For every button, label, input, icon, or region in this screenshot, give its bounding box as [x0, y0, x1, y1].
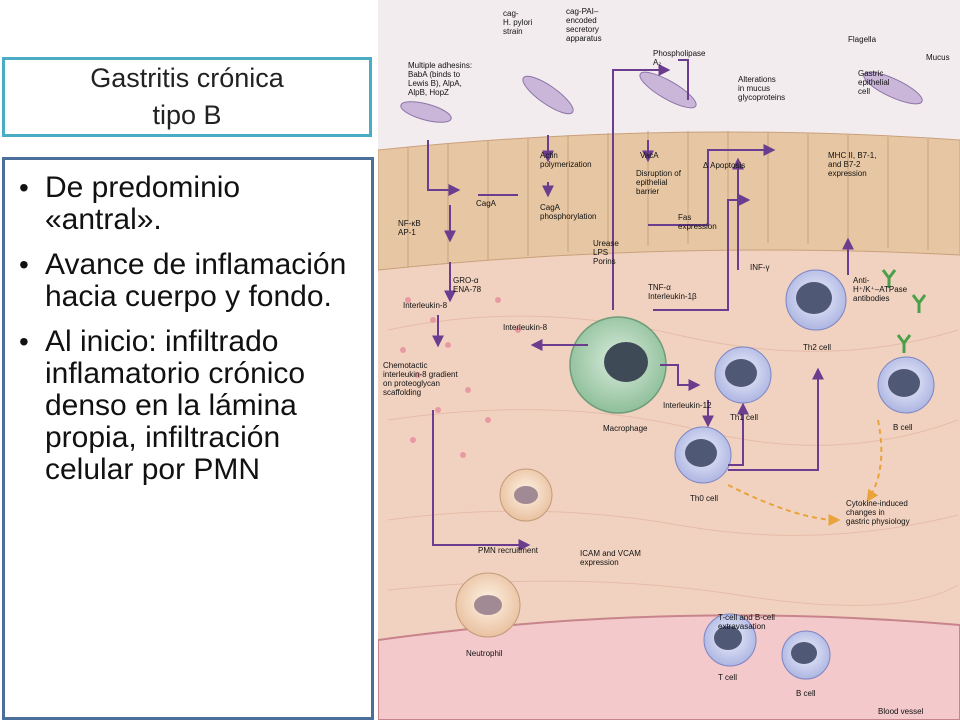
- diagram-label-blood-vessel: Blood vessel: [878, 707, 924, 716]
- epithelium-layer: [378, 131, 960, 271]
- diagram-label-pmn: PMN recruitment: [478, 546, 539, 555]
- h-pylori-bacteria: [400, 71, 923, 123]
- diagram-label-bcell-bottom: B cell: [796, 689, 816, 698]
- th0-cell: [674, 426, 732, 484]
- blood-vessel: [378, 614, 960, 720]
- th2-cell: [785, 269, 847, 331]
- pmn-cell-mid: [499, 468, 553, 522]
- cytokine-dashed-arrows: [727, 419, 883, 526]
- th1-cell: [714, 346, 772, 404]
- diagram-label-macrophage: Macrophage: [603, 424, 648, 433]
- diagram-label-caga: CagA: [476, 199, 497, 208]
- neutrophil-cell: [455, 572, 521, 638]
- pathway-arrows: [427, 59, 854, 551]
- macrophage-cell: [569, 316, 667, 414]
- diagram-label-th0: Th0 cell: [690, 494, 718, 503]
- diagram-label-th1: Th1 cell: [730, 413, 758, 422]
- bullet-list: De predominio «antral». Avance de inflam…: [15, 172, 363, 486]
- diagram-label-il12: Interleukin-12: [663, 401, 712, 410]
- antibody-icons: [881, 269, 927, 353]
- b-cell-bottom: [781, 630, 831, 680]
- diagram-label-th2: Th2 cell: [803, 343, 831, 352]
- diagram-label-flagella: Flagella: [848, 35, 877, 44]
- bullet-item: Avance de inflamación hacia cuerpo y fon…: [15, 249, 363, 313]
- diagram-label-infy: INF-γ: [750, 263, 770, 272]
- diagram-label-il8-mid: Interleukin-8: [503, 323, 548, 332]
- interleukin-8-gradient-dots: [400, 297, 521, 458]
- diagram-label-neutrophil: Neutrophil: [466, 649, 503, 658]
- bullet-panel: De predominio «antral». Avance de inflam…: [2, 157, 374, 720]
- diagram-label-tcell: T cell: [718, 673, 737, 682]
- b-cell-right: [877, 356, 935, 414]
- diagram-label-bcell-right: B cell: [893, 423, 913, 432]
- bullet-item: Al inicio: infiltrado inflamatorio cróni…: [15, 326, 363, 486]
- diagram-label-mucus: Mucus: [926, 53, 950, 62]
- diagram-label-il8-left: Interleukin-8: [403, 301, 448, 310]
- bullet-item: De predominio «antral».: [15, 172, 363, 236]
- slide-title-line-1: Gastritis crónica: [90, 63, 284, 93]
- t-cell-bottom: [703, 613, 757, 667]
- slide-title: Gastritis crónica tipo B: [2, 57, 372, 137]
- diagram-label-apoptosis: Δ Apoptosis: [703, 161, 745, 170]
- diagram-label-vaca: VacA: [640, 151, 659, 160]
- slide-title-line-2: tipo B: [152, 100, 222, 130]
